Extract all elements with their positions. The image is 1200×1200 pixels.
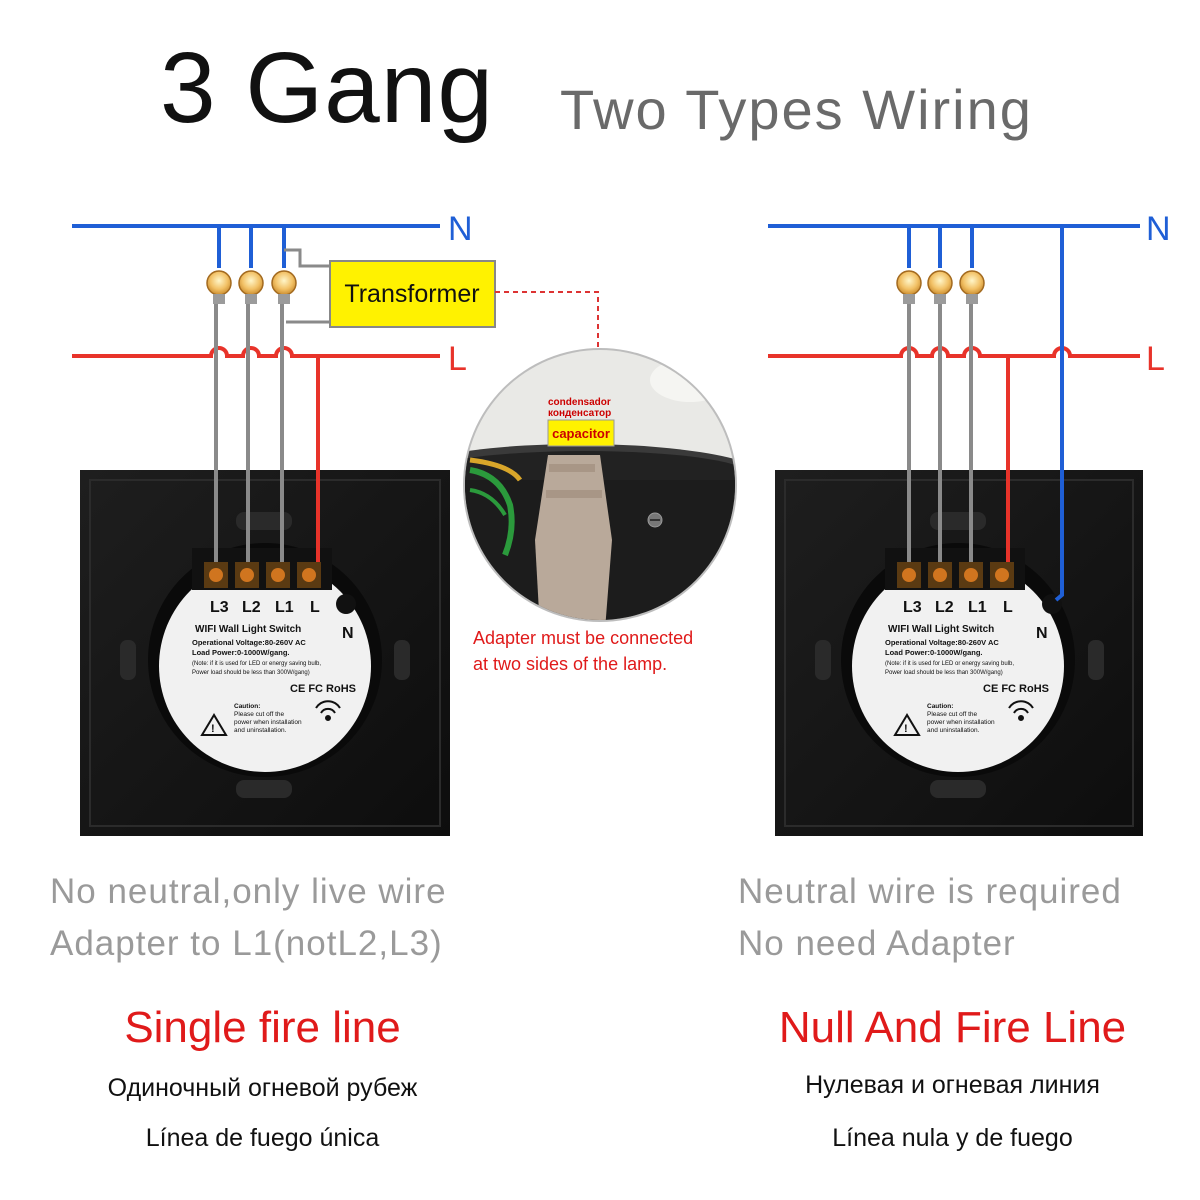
right-terminal-l3: L3 bbox=[903, 599, 922, 616]
left-load: Load Power:0-1000W/gang. bbox=[192, 648, 290, 657]
left-wifi-icon bbox=[315, 700, 341, 721]
right-live-label: L bbox=[1146, 340, 1165, 378]
left-caution4: and uninstallation. bbox=[234, 727, 287, 734]
right-bulb-l3 bbox=[896, 270, 922, 304]
left-voltage: Operational Voltage:80-260V AC bbox=[192, 638, 306, 647]
transformer-label: Transformer bbox=[344, 280, 479, 308]
right-mode-title: Null And Fire Line bbox=[778, 1003, 1127, 1052]
left-caution2: Please cut off the bbox=[234, 711, 284, 718]
right-mode-es: Línea nula y de fuego bbox=[832, 1124, 1073, 1152]
left-product-name: WIFI Wall Light Switch bbox=[195, 624, 301, 635]
inset-badge: capacitor bbox=[552, 426, 610, 441]
left-desc-2: Adapter to L1(notL2,L3) bbox=[50, 924, 443, 963]
right-load: Load Power:0-1000W/gang. bbox=[885, 648, 983, 657]
right-bulb-l1 bbox=[959, 270, 985, 304]
left-mode-es: Línea de fuego única bbox=[145, 1124, 380, 1152]
left-diagram: N Transformer L bbox=[72, 210, 599, 836]
right-caution-icon bbox=[893, 713, 921, 736]
transformer-box bbox=[329, 260, 496, 328]
title-main: 3 Gang bbox=[160, 32, 495, 144]
right-desc-2: No need Adapter bbox=[738, 924, 1016, 963]
inset-label-ru: конденсатор bbox=[548, 408, 611, 419]
left-terminal-l1: L1 bbox=[275, 599, 294, 616]
left-neutral-label: N bbox=[448, 210, 473, 248]
left-terminal-n: N bbox=[342, 625, 354, 642]
left-bulb-l3 bbox=[206, 270, 232, 304]
right-diagram: N L L3 bbox=[768, 210, 1171, 836]
left-caution-icon bbox=[200, 713, 228, 736]
left-terminal-l3: L3 bbox=[210, 599, 229, 616]
left-note2: Power load should be less than 300W/gang… bbox=[192, 670, 310, 676]
right-bulb-l2 bbox=[927, 270, 953, 304]
right-terminal-l: L bbox=[1003, 599, 1013, 616]
left-live-bus bbox=[72, 346, 440, 358]
right-desc-1: Neutral wire is required bbox=[738, 872, 1122, 911]
title-sub: Two Types Wiring bbox=[560, 78, 1033, 141]
inset-note-2: at two sides of the lamp. bbox=[473, 654, 667, 674]
right-terminal-block bbox=[897, 562, 1014, 588]
left-terminal-block bbox=[204, 562, 321, 588]
right-live-bus bbox=[768, 346, 1140, 358]
inset-label-es: condensador bbox=[548, 397, 611, 408]
right-neutral-label: N bbox=[1146, 210, 1171, 248]
transformer-tap-top bbox=[284, 248, 330, 268]
left-bulb-l2 bbox=[238, 270, 264, 304]
right-terminal-n: N bbox=[1036, 625, 1048, 642]
capacitor-inset: condensador конденсатор capacitor Adapte… bbox=[463, 348, 737, 674]
inset-note-1: Adapter must be connected bbox=[473, 628, 693, 648]
right-voltage: Operational Voltage:80-260V AC bbox=[885, 638, 999, 647]
svg-text:!: ! bbox=[904, 723, 908, 735]
right-caution4: and uninstallation. bbox=[927, 727, 980, 734]
right-caution2: Please cut off the bbox=[927, 711, 977, 718]
left-caution1: Caution: bbox=[234, 703, 260, 710]
right-wire-neutral bbox=[1054, 226, 1064, 602]
left-terminal-l2: L2 bbox=[242, 599, 261, 616]
right-terminal-l1: L1 bbox=[968, 599, 987, 616]
svg-text:!: ! bbox=[211, 723, 215, 735]
left-bulb-l1 bbox=[271, 270, 297, 304]
right-note1: (Note: if it is used for LED or energy s… bbox=[885, 661, 1014, 667]
right-terminal-l2: L2 bbox=[935, 599, 954, 616]
left-mode-title: Single fire line bbox=[124, 1003, 401, 1052]
left-caution3: power when installation bbox=[234, 719, 302, 726]
transformer-dashed-link bbox=[495, 291, 599, 352]
right-note2: Power load should be less than 300W/gang… bbox=[885, 670, 1003, 676]
left-desc-1: No neutral,only live wire bbox=[50, 872, 447, 911]
right-caution1: Caution: bbox=[927, 703, 953, 710]
left-mode-ru: Одиночный огневой рубеж bbox=[107, 1074, 418, 1102]
right-product-name: WIFI Wall Light Switch bbox=[888, 624, 994, 635]
left-live-label: L bbox=[448, 340, 467, 378]
capacitor-badge bbox=[547, 419, 615, 447]
right-certs: CE FC RoHS bbox=[983, 683, 1049, 695]
left-terminal-l: L bbox=[310, 599, 320, 616]
right-wifi-icon bbox=[1008, 700, 1034, 721]
right-caution3: power when installation bbox=[927, 719, 995, 726]
left-certs: CE FC RoHS bbox=[290, 683, 356, 695]
left-note1: (Note: if it is used for LED or energy s… bbox=[192, 661, 321, 667]
right-mode-ru: Нулевая и огневая линия bbox=[805, 1071, 1100, 1099]
